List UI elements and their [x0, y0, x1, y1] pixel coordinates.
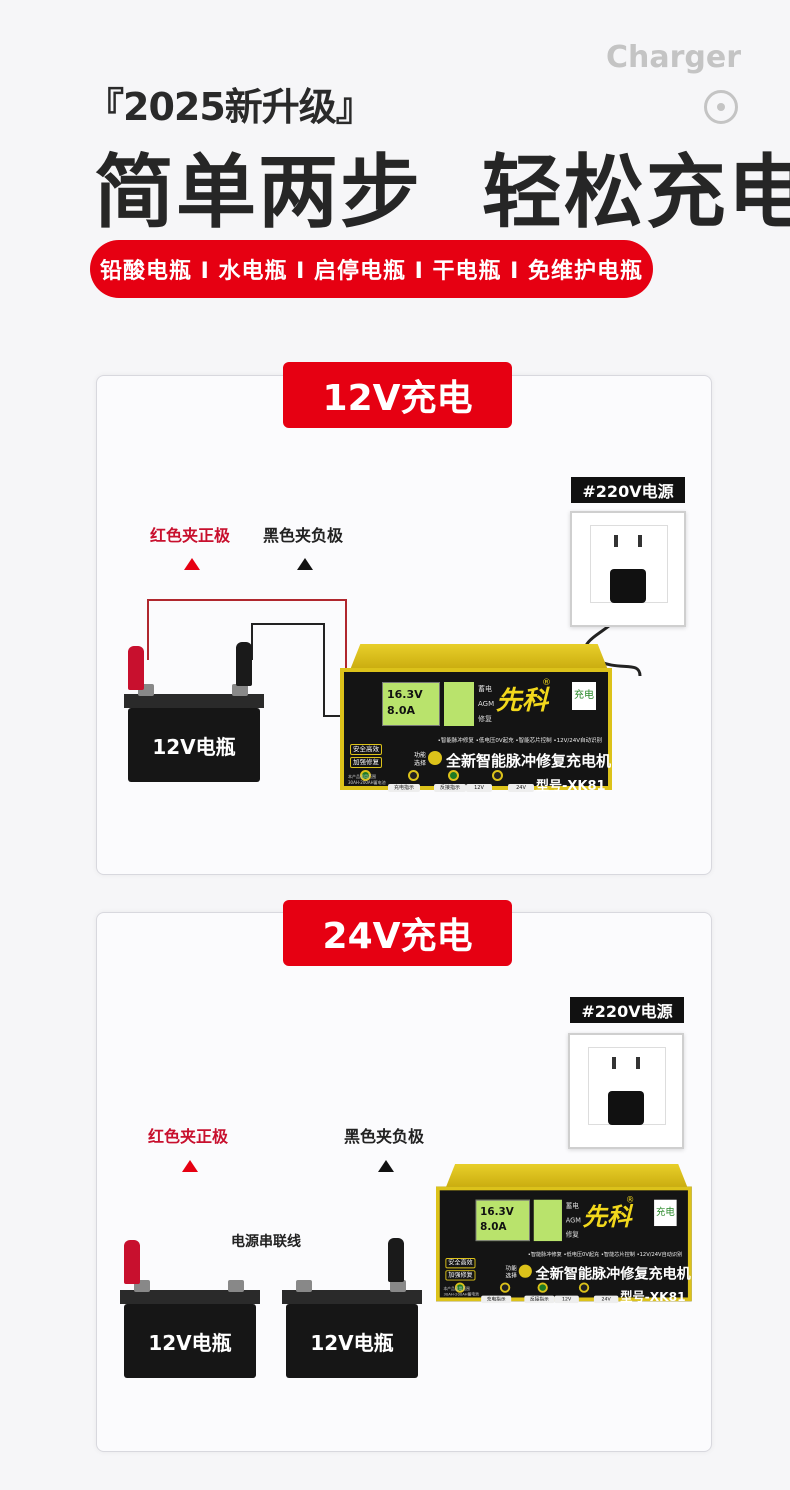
mode-1: 蓄电 — [565, 1202, 579, 1211]
lcd-current: 8.0A — [480, 1220, 507, 1233]
12v-led — [537, 1282, 548, 1293]
series-wire-label: 电源串联线 — [231, 1234, 301, 1250]
lcd-display: 16.3V 8.0A — [475, 1199, 530, 1242]
feature-line: •智能脉冲修复 •低电压0V起充 •智能芯片控制 •12V/24V自动识别 — [527, 1252, 683, 1258]
charger-top — [445, 1164, 688, 1189]
feature-line: •智能脉冲修复 •低电压0V起充 •智能芯片控制 •12V/24V自动识别 — [437, 738, 602, 744]
charger-top — [350, 644, 608, 670]
target-icon — [704, 90, 738, 124]
brand-word: Charger — [606, 40, 742, 75]
24v-indicator-label: 24V — [593, 1295, 619, 1304]
reverse-led — [408, 770, 419, 781]
red-clip-label: 红色夹正极 — [148, 1127, 229, 1146]
red-clip-label: 红色夹正极 — [150, 526, 231, 545]
battery-types-pill: 铅酸电瓶 I 水电瓶 I 启停电瓶 I 干电瓶 I 免维护电瓶 — [90, 240, 653, 298]
charging-badge-icon: 充电 — [572, 682, 596, 710]
function-select-label: 功能选择 — [505, 1265, 517, 1280]
banner-12v: 12V充电 — [283, 362, 512, 428]
function-select-label: 功能选择 — [414, 752, 427, 767]
charger-front-panel: 16.3V 8.0A 蓄电 AGM 修复 先科 ® 充电 •智能脉冲修复 •低电压0V… — [436, 1186, 692, 1305]
black-arrow-icon — [297, 558, 313, 570]
mode-list: 蓄电 AGM 修复 — [566, 1200, 581, 1242]
24v-led — [492, 770, 503, 781]
mode-3: 修复 — [565, 1230, 579, 1239]
registered-mark: ® — [625, 1195, 635, 1206]
battery-label: 12V电瓶 — [128, 708, 260, 782]
plug-icon — [610, 569, 646, 603]
24v-indicator-label: 24V — [508, 784, 534, 792]
repair-mode-button[interactable]: 加强修复 — [445, 1270, 476, 1281]
red-arrow-icon — [184, 558, 200, 570]
red-clamp-icon — [128, 646, 144, 690]
battery-12v-1: 12V电瓶 — [120, 1276, 260, 1378]
registered-mark: ® — [542, 678, 551, 688]
charger-brand: 先科 — [496, 686, 549, 716]
scope-text: 本产品适用范围 30AH-200AH蓄电池 — [443, 1286, 479, 1297]
24v-led — [578, 1282, 590, 1293]
power-label-24v: #220V电源 — [570, 997, 684, 1023]
mode-3: 修复 — [478, 715, 492, 723]
battery-charger: 16.3V 8.0A 蓄电 AGM 修复 先科 ® 充电 •智能脉冲修复 •低电压0V… — [340, 644, 612, 794]
model-number: 型号-XK81 — [620, 1290, 686, 1305]
safe-mode-button[interactable]: 安全高效 — [350, 744, 382, 755]
reverse-led — [499, 1282, 511, 1293]
repair-mode-button[interactable]: 加强修复 — [350, 757, 382, 768]
plug-icon — [608, 1091, 644, 1125]
12v-indicator-label: 12V — [466, 784, 492, 792]
12v-indicator-label: 12V — [554, 1295, 579, 1304]
battery-label: 12V电瓶 — [286, 1304, 418, 1378]
lcd-voltage: 16.3V — [387, 688, 423, 701]
black-clip-label: 黑色夹负极 — [263, 526, 344, 545]
lcd-mode-display — [533, 1199, 562, 1242]
scope-text: 本产品适用范围 30AH-200AH蓄电池 — [348, 774, 386, 785]
product-name: 全新智能脉冲修复充电机 — [535, 1265, 691, 1283]
power-label-12v: #220V电源 — [571, 477, 685, 503]
reverse-indicator-label: 反接指示 — [434, 784, 466, 792]
banner-24v: 24V充电 — [283, 900, 512, 966]
function-select-knob[interactable] — [428, 751, 442, 765]
charge-indicator-label: 充电指示 — [388, 784, 420, 792]
safe-mode-button[interactable]: 安全高效 — [445, 1258, 476, 1269]
upgrade-subtitle: 『2025新升级』 — [86, 85, 374, 129]
battery-12v: 12V电瓶 — [124, 680, 264, 782]
battery-label: 12V电瓶 — [124, 1304, 256, 1378]
charge-led — [360, 770, 371, 781]
function-select-knob[interactable] — [518, 1264, 532, 1278]
lcd-display: 16.3V 8.0A — [382, 682, 440, 726]
black-arrow-icon — [378, 1160, 394, 1172]
black-clamp-icon — [388, 1238, 404, 1282]
battery-12v-2: 12V电瓶 — [282, 1276, 422, 1378]
model-number: 型号-XK81 — [536, 779, 606, 794]
black-clamp-icon — [236, 642, 252, 686]
charging-badge-icon: 充电 — [654, 1199, 677, 1227]
red-clamp-icon — [124, 1240, 140, 1284]
12v-led — [448, 770, 459, 781]
charge-indicator-label: 充电指示 — [481, 1295, 512, 1304]
red-arrow-icon — [182, 1160, 198, 1172]
mode-1: 蓄电 — [478, 685, 492, 693]
charger-brand: 先科 — [582, 1203, 632, 1232]
page-title: 简单两步 轻松充电 — [94, 146, 790, 239]
lcd-voltage: 16.3V — [480, 1205, 514, 1218]
charger-front-panel: 16.3V 8.0A 蓄电 AGM 修复 先科 ® 充电 •智能脉冲修复 •低电压0V… — [340, 668, 612, 794]
lcd-mode-display — [444, 682, 474, 726]
mode-2: AGM — [565, 1216, 581, 1225]
lcd-current: 8.0A — [387, 704, 415, 717]
black-clip-label: 黑色夹负极 — [344, 1127, 425, 1146]
mode-list: 蓄电 AGM 修复 — [478, 682, 494, 727]
wall-socket-icon — [570, 511, 686, 627]
charge-led — [454, 1282, 466, 1293]
reverse-indicator-label: 反接指示 — [524, 1295, 555, 1304]
battery-charger: 16.3V 8.0A 蓄电 AGM 修复 先科 ® 充电 •智能脉冲修复 •低电压0V… — [436, 1164, 692, 1305]
product-name: 全新智能脉冲修复充电机 — [446, 752, 612, 770]
wall-socket-icon — [568, 1033, 684, 1149]
mode-2: AGM — [478, 700, 495, 708]
